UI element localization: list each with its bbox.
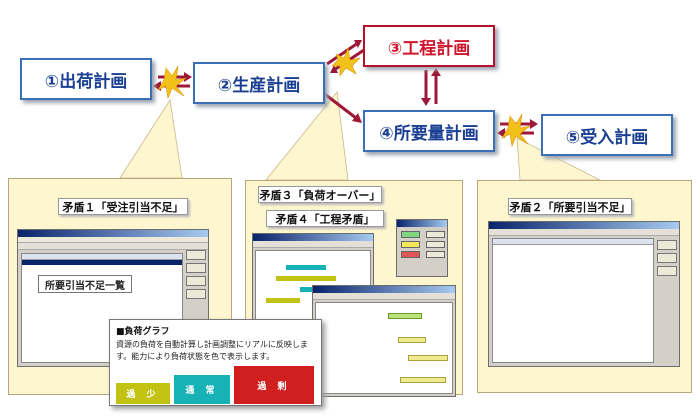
plan-box-process: ③工程計画 xyxy=(363,25,495,67)
arrowhead-production-process-b xyxy=(330,65,338,73)
window-toolbar xyxy=(489,229,679,236)
arrow-production-process-a xyxy=(326,41,359,66)
legend-normal-label: 通 常 xyxy=(185,386,219,396)
load-bar xyxy=(286,265,326,270)
dialog-button xyxy=(401,231,420,238)
load-bar xyxy=(266,298,300,303)
window-toolbar xyxy=(313,293,455,300)
arrowhead-process-mrp-down xyxy=(421,98,431,106)
arrowhead-mrp-receiving-top xyxy=(530,119,538,129)
side-button xyxy=(186,263,206,273)
dialog-button xyxy=(426,231,445,238)
dialog-button xyxy=(401,241,420,248)
conflict-title-4: 矛盾４「工程矛盾」 xyxy=(266,210,384,227)
plan-label-mrp: ④所要量計画 xyxy=(379,123,479,144)
resource-dialog xyxy=(396,219,448,277)
gantt-window xyxy=(312,285,456,397)
plan-label-shipping: ①出荷計画 xyxy=(44,71,128,92)
side-button xyxy=(657,253,677,263)
window-toolbar xyxy=(18,243,208,250)
burst-mrp-receiving xyxy=(501,113,531,148)
side-button xyxy=(186,250,206,260)
requirement-table xyxy=(492,238,654,363)
side-button xyxy=(186,289,206,299)
shortage-list-label: 所要引当不足一覧 xyxy=(38,275,132,293)
gantt-chart xyxy=(315,302,453,394)
legend-under: 過 少 xyxy=(116,383,170,404)
arrowhead-mrp-receiving-bottom xyxy=(497,128,505,138)
legend-over-label: 過 剰 xyxy=(257,381,291,392)
conflict-title-2: 矛盾２「所要引当不足」 xyxy=(508,198,632,215)
conflict-title-3: 矛盾３「負荷オーバー」 xyxy=(258,186,382,203)
plan-label-receiving: ⑤受入計画 xyxy=(565,127,649,148)
window-side-buttons xyxy=(657,240,677,276)
conflict-title-1: 矛盾１「受注引当不足」 xyxy=(58,198,188,215)
legend-under-label: 過 少 xyxy=(126,390,160,400)
gantt-bar xyxy=(400,377,446,383)
burst-production-process xyxy=(331,46,361,77)
window-toolbar xyxy=(253,241,373,248)
window-menubar xyxy=(18,237,208,243)
plan-label-process: ③工程計画 xyxy=(387,38,471,59)
window-titlebar xyxy=(313,286,455,293)
dialog-button xyxy=(401,251,420,258)
window-titlebar xyxy=(18,230,208,237)
legend-normal: 通 常 xyxy=(174,375,230,404)
gantt-bar xyxy=(398,337,426,343)
load-graph-description: 資源の負荷を自動計算し計画調整にリアルに反映します。能力により負荷状態を色で表示… xyxy=(116,340,308,361)
window-titlebar xyxy=(489,222,679,229)
arrowhead-process-mrp-up xyxy=(431,68,441,76)
window-titlebar xyxy=(397,220,447,227)
plan-box-shipping: ①出荷計画 xyxy=(20,58,152,100)
plan-box-mrp: ④所要量計画 xyxy=(363,110,495,152)
plan-label-production: ②生産計画 xyxy=(217,75,301,96)
gantt-bar xyxy=(388,313,422,319)
table-selected-row xyxy=(22,260,182,265)
table-header-row xyxy=(22,254,182,260)
plan-box-production: ②生産計画 xyxy=(193,62,325,104)
arrowhead-production-process-a xyxy=(354,40,362,48)
load-graph-callout: ■負荷グラフ 資源の負荷を自動計算し計画調整にリアルに反映します。能力により負荷… xyxy=(109,319,322,406)
window-side-buttons xyxy=(186,250,206,299)
plan-box-receiving: ⑤受入計画 xyxy=(541,114,673,156)
legend-over: 過 剰 xyxy=(234,366,314,404)
gantt-bar xyxy=(408,355,448,361)
dialog-button xyxy=(426,251,445,258)
callout-wedge-c1 xyxy=(119,98,183,179)
load-graph-title: ■負荷グラフ xyxy=(116,327,170,337)
dialog-button xyxy=(426,241,445,248)
window-titlebar xyxy=(253,234,373,241)
requirement-window xyxy=(488,221,680,367)
arrowhead-production-mrp xyxy=(352,113,362,123)
callout-wedge-c3 xyxy=(265,91,349,181)
load-bar xyxy=(276,276,336,281)
side-button xyxy=(186,276,206,286)
arrow-production-mrp xyxy=(321,90,357,120)
arrowhead-shipping-production-bottom xyxy=(153,81,161,91)
side-button xyxy=(657,240,677,250)
side-button xyxy=(657,266,677,276)
arrowhead-shipping-production-top xyxy=(184,72,192,82)
burst-shipping-production xyxy=(157,65,187,100)
dialog-buttons xyxy=(401,231,445,258)
table-header-row xyxy=(493,239,653,245)
